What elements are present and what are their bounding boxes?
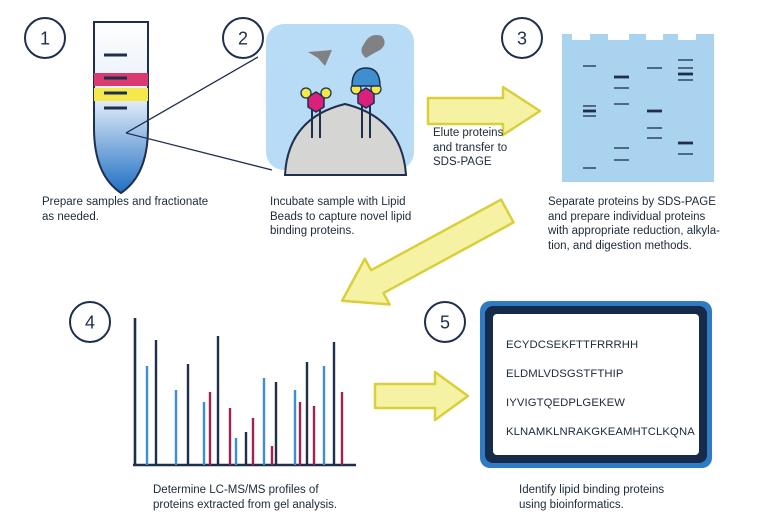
step-3-badge: 3: [501, 17, 543, 59]
step-2-badge: 2: [222, 17, 264, 59]
step-5-badge: 5: [424, 301, 466, 343]
sds-page-gel: [562, 34, 714, 182]
peptide-sequence: ECYDCSEKFTTFRRRHH: [506, 339, 639, 351]
centrifuge-tube: [93, 21, 149, 195]
step-2-caption: Incubate sample with Lipid Beads to capt…: [270, 196, 412, 237]
arrow-to-bioinformatics: [373, 370, 470, 422]
protein-fragment: [361, 35, 385, 58]
peptide-sequence: ELDMLVDSGSTFTHIP: [506, 368, 624, 380]
step-1-number: 1: [40, 29, 50, 49]
step-1-badge: 1: [24, 17, 66, 59]
peptide-sequence: KLNAMKLNRAKGKEAMHTCLKQNA: [506, 426, 695, 438]
step-4-number: 4: [85, 313, 95, 333]
step-2-number: 2: [238, 29, 248, 49]
step-5-number: 5: [440, 313, 450, 333]
step-1-caption: Prepare samples and fractionate as neede…: [42, 196, 209, 223]
ms-spectrum: [133, 318, 356, 467]
step-3-caption: Separate proteins by SDS-PAGE and prepar…: [548, 196, 720, 252]
lipid-bead: [283, 102, 408, 176]
peptide-sequence: IYVIGTQEDPLGEKEW: [506, 397, 625, 409]
arrow-to-gel: [426, 85, 542, 137]
step-4-caption: Determine LC-MS/MS profiles of proteins …: [153, 484, 338, 511]
bound-protein: [351, 67, 381, 87]
lipid-molecule-right: [350, 67, 382, 138]
lipid-bead-panel: [258, 18, 420, 176]
protein-fragment: [308, 50, 332, 66]
zoom-lines: [125, 56, 273, 171]
step-3-number: 3: [517, 29, 527, 49]
lipid-molecule-left: [300, 87, 332, 138]
step-5-caption: Identify lipid binding proteins using bi…: [519, 484, 665, 511]
transfer-label: Elute proteins and transfer to SDS-PAGE: [433, 127, 508, 168]
bioinformatics-screen: [480, 301, 712, 468]
arrow-to-lcms: [340, 198, 515, 306]
step-4-badge: 4: [69, 301, 111, 343]
